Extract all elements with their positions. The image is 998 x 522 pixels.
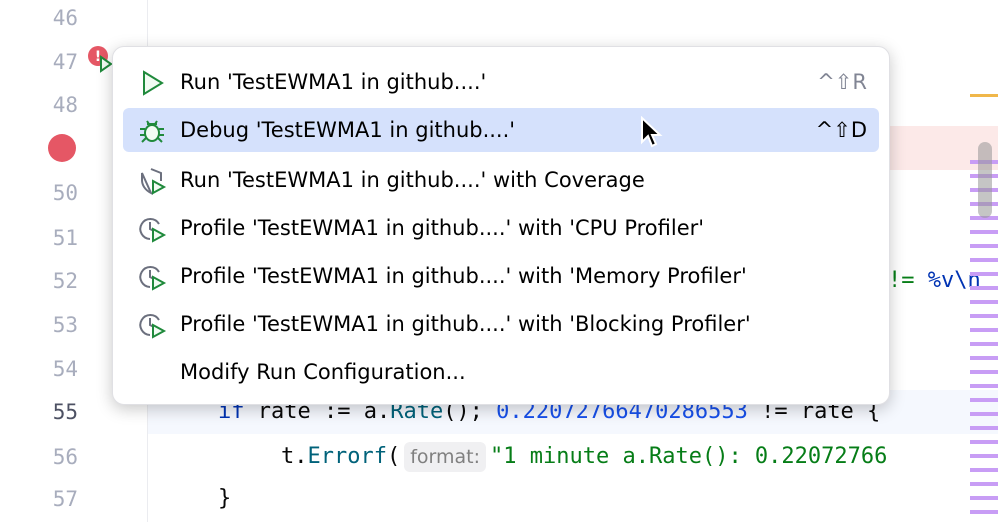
error-stripe-marker[interactable]: [970, 244, 998, 248]
error-stripe-marker[interactable]: [970, 258, 998, 262]
parameter-hint: format:: [404, 442, 487, 472]
run-test-gutter-icon[interactable]: !: [88, 46, 114, 74]
error-stripe-marker[interactable]: [970, 482, 998, 486]
error-stripe-marker[interactable]: [970, 328, 998, 332]
error-stripe-marker[interactable]: [970, 356, 998, 360]
menu-item-profile-cpu[interactable]: Profile 'TestEWMA1 in github....' with '…: [123, 206, 879, 250]
run-context-menu: Run 'TestEWMA1 in github....' ^⇧R Debug …: [112, 46, 890, 405]
error-stripe-marker[interactable]: [970, 496, 998, 500]
error-stripe-marker[interactable]: [970, 454, 998, 458]
mouse-cursor-icon: [641, 116, 663, 148]
code-line-57: }: [218, 486, 232, 511]
error-stripe-marker[interactable]: [970, 216, 998, 220]
error-stripe-marker[interactable]: [970, 468, 998, 472]
error-stripe-marker[interactable]: [970, 440, 998, 444]
error-stripe-marker[interactable]: [970, 412, 998, 416]
svg-text:!: !: [95, 49, 101, 65]
warning-marker: [970, 94, 998, 97]
error-stripe-marker[interactable]: [970, 272, 998, 276]
menu-item-modify-config[interactable]: Modify Run Configuration...: [180, 360, 466, 384]
profiler-icon: [139, 218, 167, 243]
error-stripe-marker[interactable]: [970, 384, 998, 388]
error-stripe-marker[interactable]: [970, 426, 998, 430]
breakpoint-icon[interactable]: [48, 134, 76, 162]
error-stripe-marker[interactable]: [970, 286, 998, 290]
error-stripe-marker[interactable]: [970, 510, 998, 514]
line-number: 51: [52, 226, 78, 250]
debug-icon: [140, 120, 164, 143]
line-number: 54: [52, 357, 78, 381]
error-stripe-marker[interactable]: [970, 370, 998, 374]
line-number: 50: [52, 181, 78, 205]
profiler-icon: [139, 266, 167, 291]
error-stripe-marker[interactable]: [970, 342, 998, 346]
menu-item-debug[interactable]: Debug 'TestEWMA1 in github....' ^⇧D: [123, 108, 879, 152]
line-number: 53: [52, 313, 78, 337]
line-number: 46: [52, 6, 78, 30]
menu-item-profile-memory[interactable]: Profile 'TestEWMA1 in github....' with '…: [123, 254, 879, 298]
error-stripe-marker[interactable]: [970, 300, 998, 304]
code-line-56: t.Errorf(format:"1 minute a.Rate(): 0.22…: [281, 442, 887, 472]
coverage-icon: [141, 168, 167, 196]
line-number: 56: [52, 445, 78, 469]
line-number: 57: [52, 487, 78, 511]
menu-item-run[interactable]: Run 'TestEWMA1 in github....' ^⇧R: [123, 60, 879, 104]
line-number: 47: [52, 50, 78, 74]
shortcut: ^⇧D: [815, 118, 867, 142]
error-stripe-marker[interactable]: [970, 398, 998, 402]
code-line-52: != %v\n: [888, 268, 981, 293]
line-number: 48: [52, 93, 78, 117]
menu-item-coverage[interactable]: Run 'TestEWMA1 in github....' with Cover…: [123, 158, 879, 202]
run-icon: [143, 70, 164, 96]
error-stripe-marker[interactable]: [970, 314, 998, 318]
menu-item-profile-blocking[interactable]: Profile 'TestEWMA1 in github....' with '…: [123, 302, 879, 346]
profiler-icon: [139, 314, 167, 339]
scrollbar-thumb[interactable]: [978, 142, 992, 218]
line-number: 55: [52, 400, 78, 424]
line-number: 52: [52, 269, 78, 293]
error-stripe-marker[interactable]: [970, 230, 998, 234]
shortcut: ^⇧R: [817, 70, 867, 94]
